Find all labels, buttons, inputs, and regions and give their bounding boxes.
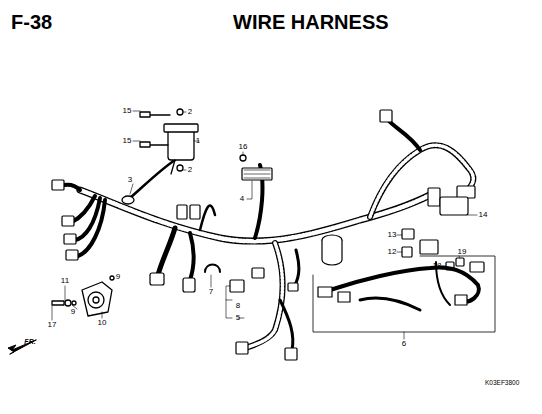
callout-number: 4 bbox=[239, 195, 245, 203]
sub-harness bbox=[313, 256, 495, 332]
callout-number: 3 bbox=[127, 176, 133, 184]
callout-number: 15 bbox=[122, 107, 133, 115]
callout-number: 6 bbox=[401, 340, 407, 348]
page-number: F-38 bbox=[10, 12, 53, 32]
callout-number: 9 bbox=[115, 273, 121, 281]
diagram-title: WIRE HARNESS bbox=[232, 12, 390, 32]
callout-number: 8 bbox=[235, 302, 241, 310]
leader-lines bbox=[52, 111, 477, 339]
callout-number: 18 bbox=[432, 262, 443, 270]
callout-number: 9 bbox=[70, 308, 76, 316]
callout-number: 14 bbox=[478, 211, 489, 219]
callout-number: 7 bbox=[208, 288, 214, 296]
callout-number: 1 bbox=[195, 137, 201, 145]
callout-number: 5 bbox=[235, 314, 241, 322]
note-text: FR. bbox=[23, 338, 36, 345]
connectors bbox=[52, 110, 484, 360]
callout-number: 15 bbox=[122, 137, 133, 145]
note-text: K03EF3800 bbox=[484, 380, 520, 387]
callout-number: 10 bbox=[97, 319, 108, 327]
callout-number: 19 bbox=[457, 248, 468, 256]
callout-number: 17 bbox=[47, 321, 58, 329]
callout-number: 16 bbox=[238, 143, 249, 151]
callout-number: 13 bbox=[387, 231, 398, 239]
callout-number: 12 bbox=[387, 248, 398, 256]
callout-number: 11 bbox=[60, 277, 70, 285]
callout-number: 2 bbox=[187, 108, 193, 116]
callout-number: 2 bbox=[187, 166, 193, 174]
ignition-coil bbox=[122, 109, 246, 204]
harness-trunk bbox=[64, 120, 473, 350]
horn bbox=[52, 276, 114, 316]
